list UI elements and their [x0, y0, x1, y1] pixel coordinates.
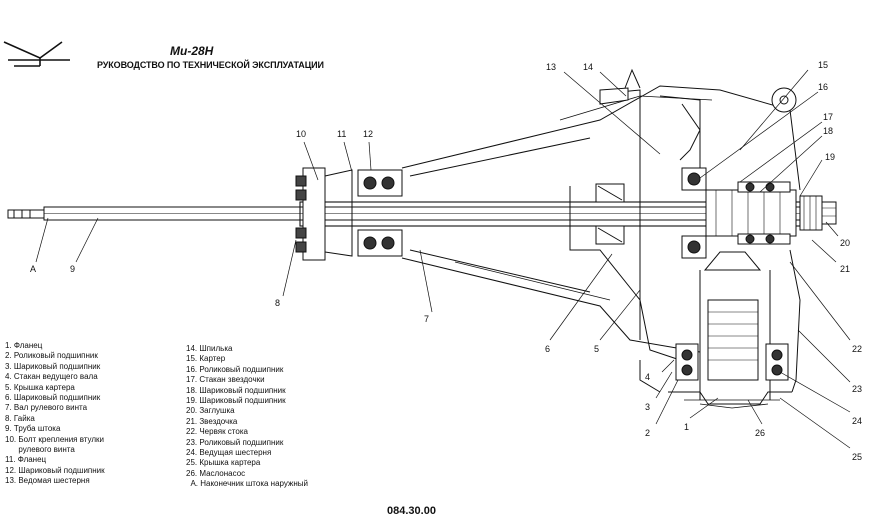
legend-item: 24. Ведущая шестерня: [186, 448, 272, 458]
legend-item: 19. Шариковый подшипник: [186, 396, 286, 406]
callout-17: 17: [823, 112, 833, 122]
legend-item: 23. Роликовый подшипник: [186, 437, 284, 447]
legend-item: 1. Фланец: [5, 341, 43, 350]
callout-3: 3: [645, 402, 650, 412]
helicopter-logo-icon: [3, 41, 70, 67]
legend-item: 2. Роликовый подшипник: [5, 351, 98, 361]
legend-item: 3. Шариковый подшипник: [5, 361, 101, 371]
callout-11: 11: [337, 129, 346, 139]
parts-legend-left: 1. Фланец 2. Роликовый подшипник 3. Шари…: [5, 341, 105, 487]
callout-1: 1: [684, 422, 689, 432]
legend-item: 5. Крышка картера: [5, 382, 75, 392]
callout-numbers: А 9 10 11 12 8 7 6 5 13 14 15 16 17 18 1…: [30, 60, 862, 462]
legend-item: 8. Гайка: [5, 413, 35, 423]
legend-item: 16. Роликовый подшипник: [186, 364, 284, 374]
legend-item: 9. Труба штока: [5, 424, 61, 434]
legend-item: 4. Стакан ведущего вала: [5, 372, 98, 382]
callout-2: 2: [645, 428, 650, 438]
legend-item: 11. Фланец: [5, 455, 47, 465]
callout-13: 13: [546, 62, 556, 72]
callout-16: 16: [818, 82, 828, 92]
callout-5: 5: [594, 344, 599, 354]
callout-19: 19: [825, 152, 835, 162]
callout-25: 25: [852, 452, 862, 462]
callout-14: 14: [583, 62, 593, 72]
callout-A: А: [30, 264, 36, 274]
callout-10: 10: [296, 129, 306, 139]
legend-item: 18. Шариковый подшипник: [186, 385, 286, 395]
helicopter-model-title: Ми-28Н: [170, 44, 214, 58]
callout-26: 26: [755, 428, 765, 438]
legend-item: 12. Шариковый подшипник: [5, 465, 105, 475]
legend-item: 17. Стакан звездочки: [186, 375, 265, 385]
legend-item: 21. Звездочка: [186, 416, 238, 426]
legend-item: 25. Крышка картера: [186, 458, 261, 468]
callout-18: 18: [823, 126, 833, 136]
callout-4: 4: [645, 372, 650, 382]
callout-22: 22: [852, 344, 862, 354]
callout-leader-lines: [35, 69, 851, 449]
parts-legend-right: 14. Шпилька 15. Картер 16. Роликовый под…: [186, 344, 308, 490]
manual-subtitle: РУКОВОДСТВО ПО ТЕХНИЧЕСКОЙ ЭКСПЛУАТАЦИИ: [97, 60, 324, 70]
tail-gearbox-cross-section: [7, 68, 837, 409]
legend-item: 22. Червяк стока: [186, 427, 248, 437]
legend-item: А. Наконечник штока наружный: [186, 479, 308, 489]
legend-item: 14. Шпилька: [186, 344, 233, 353]
legend-item: 26. Маслонасос: [186, 468, 246, 478]
callout-6: 6: [545, 344, 550, 354]
callout-9: 9: [70, 264, 75, 274]
legend-item: 20. Заглушка: [186, 406, 235, 416]
legend-item: 15. Картер: [186, 354, 226, 364]
callout-21: 21: [840, 264, 850, 274]
callout-20: 20: [840, 238, 850, 248]
legend-item: 10. Болт крепления втулки: [5, 434, 104, 444]
legend-item: 6. Шариковый подшипник: [5, 393, 101, 403]
callout-15: 15: [818, 60, 828, 70]
callout-24: 24: [852, 416, 862, 426]
callout-23: 23: [852, 384, 862, 394]
callout-8: 8: [275, 298, 280, 308]
callout-12: 12: [363, 129, 373, 139]
document-number: 084.30.00: [387, 505, 436, 517]
legend-item: 7. Вал рулевого винта: [5, 403, 88, 413]
legend-item: 13. Ведомая шестерня: [5, 476, 90, 486]
legend-item: рулевого винта: [5, 445, 75, 455]
callout-7: 7: [424, 314, 429, 324]
